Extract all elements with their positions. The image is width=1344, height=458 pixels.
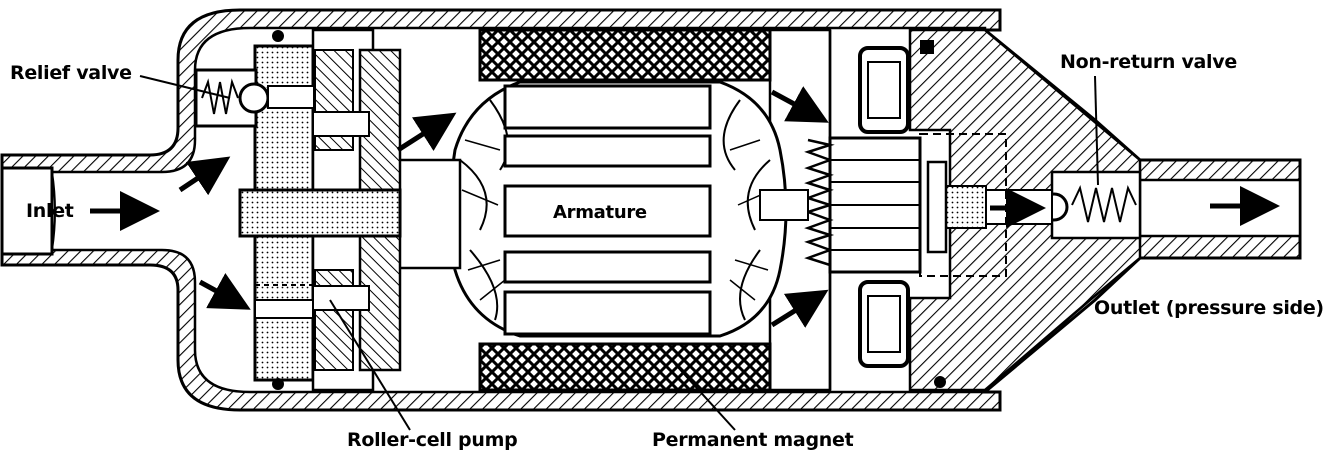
inlet-pipe bbox=[0, 166, 54, 256]
permanent-magnet-label: Permanent magnet bbox=[652, 429, 854, 451]
flow-arrows bbox=[90, 86, 1280, 328]
armature-slot-4 bbox=[503, 250, 712, 284]
roller-cell-pump-label: Roller-cell pump bbox=[347, 429, 518, 451]
permanent-magnet bbox=[478, 28, 772, 392]
non-return-valve-label: Non-return valve bbox=[1060, 51, 1237, 73]
armature-slot-1 bbox=[503, 84, 712, 130]
relief-valve-label: Relief valve bbox=[10, 62, 132, 84]
armature bbox=[448, 80, 788, 338]
relief-spring bbox=[201, 78, 239, 115]
outlet-end-cap bbox=[908, 28, 1302, 392]
magnet-top bbox=[478, 28, 772, 82]
relief-ball bbox=[238, 82, 270, 114]
leader-lines bbox=[139, 75, 1099, 431]
outlet-label: Outlet (pressure side) bbox=[1094, 297, 1324, 319]
inlet-label: Inlet bbox=[26, 200, 74, 222]
armature-slot-5 bbox=[503, 290, 712, 336]
armature-slot-3 bbox=[503, 184, 712, 238]
non-return-spring bbox=[1071, 184, 1137, 223]
magnet-bottom bbox=[478, 342, 772, 392]
brush-block bbox=[943, 185, 987, 229]
roller-cell-pump bbox=[238, 28, 402, 392]
armature-slot-2 bbox=[503, 134, 712, 168]
armature-label: Armature bbox=[553, 202, 647, 223]
pump-inlet-passage bbox=[238, 188, 402, 238]
